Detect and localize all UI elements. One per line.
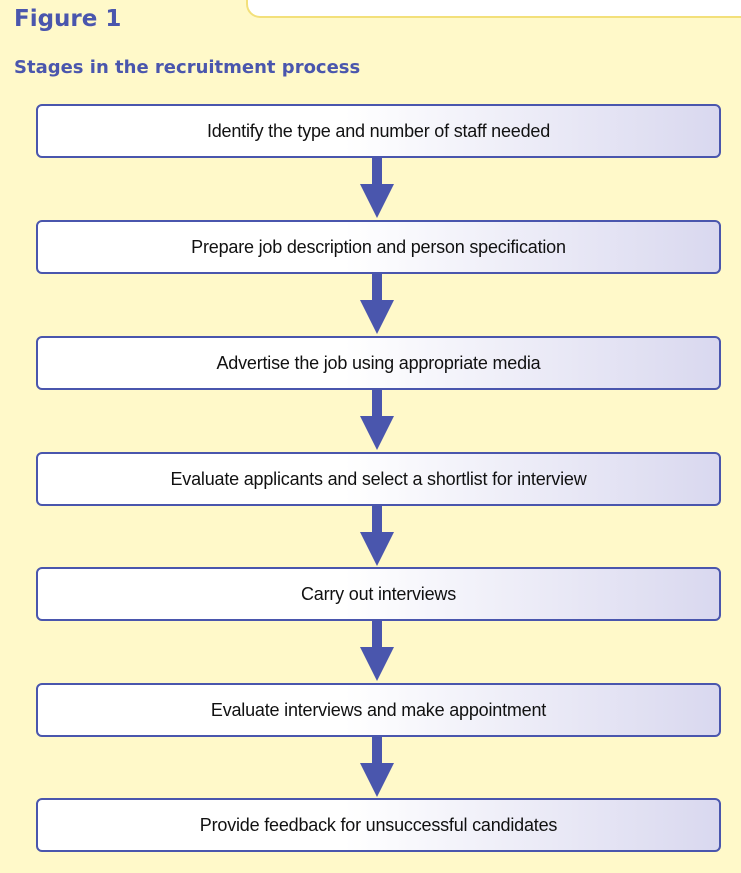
down-arrow-icon [360,388,394,450]
step-box-identify-staff: Identify the type and number of staff ne… [36,104,721,158]
step-box-provide-feedback: Provide feedback for unsuccessful candid… [36,798,721,852]
figure-label: Figure 1 [14,6,122,32]
step-label: Advertise the job using appropriate medi… [216,352,541,373]
step-label: Identify the type and number of staff ne… [206,120,551,141]
step-label: Carry out interviews [300,583,457,604]
down-arrow-icon [360,156,394,218]
step-box-prepare-description: Prepare job description and person speci… [36,220,721,274]
step-label: Prepare job description and person speci… [191,236,566,257]
down-arrow-icon [360,735,394,797]
step-box-carry-out-interviews: Carry out interviews [36,567,721,621]
header-tab-cutout [246,0,741,18]
down-arrow-icon [360,504,394,566]
step-box-make-appointment: Evaluate interviews and make appointment [36,683,721,737]
step-label: Provide feedback for unsuccessful candid… [199,814,558,835]
step-box-advertise-job: Advertise the job using appropriate medi… [36,336,721,390]
figure-title: Stages in the recruitment process [14,57,361,78]
step-label: Evaluate applicants and select a shortli… [170,468,587,489]
step-box-evaluate-applicants: Evaluate applicants and select a shortli… [36,452,721,506]
step-label: Evaluate interviews and make appointment [210,699,547,720]
down-arrow-icon [360,619,394,681]
down-arrow-icon [360,272,394,334]
